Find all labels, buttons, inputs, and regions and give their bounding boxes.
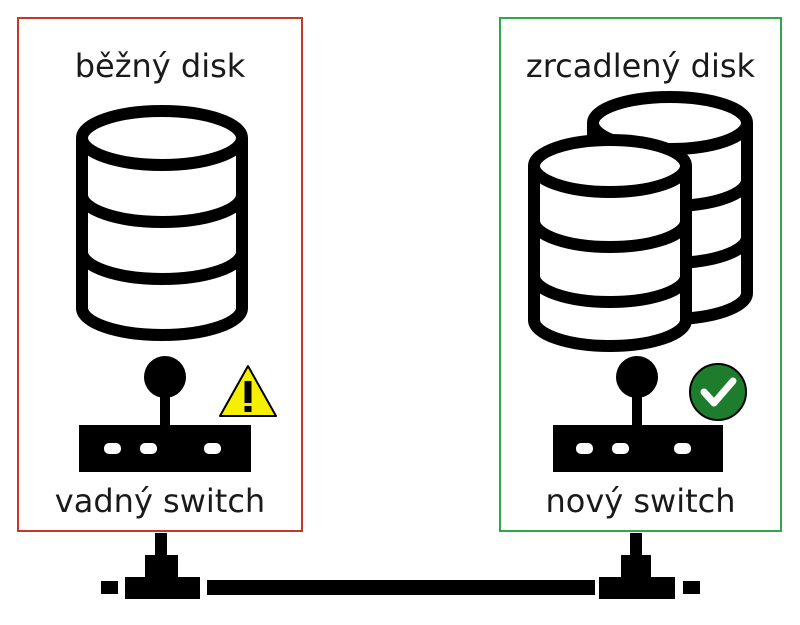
right-panel-label: nový switch bbox=[545, 482, 736, 520]
check-circle-icon bbox=[689, 363, 747, 421]
right-panel-title: zrcadlený disk bbox=[525, 47, 756, 85]
network-switch-icon bbox=[79, 356, 251, 472]
warning-icon bbox=[219, 365, 277, 417]
left-panel-title: běžný disk bbox=[74, 47, 246, 85]
network-bus bbox=[101, 533, 700, 599]
database-icon bbox=[76, 105, 248, 341]
network-switch-icon bbox=[553, 356, 723, 472]
left-panel-label: vadný switch bbox=[54, 482, 266, 520]
database-icon-front bbox=[528, 134, 692, 352]
